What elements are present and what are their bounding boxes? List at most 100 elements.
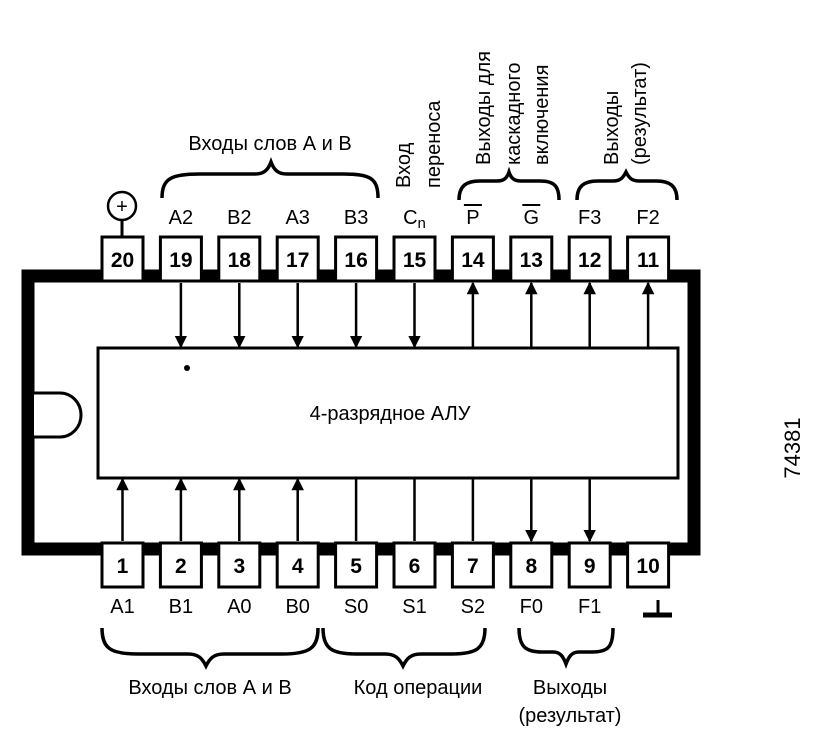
- label-bottom-result-outputs: Выходы: [533, 677, 607, 699]
- pin-box: [567, 235, 612, 283]
- bottom-pin-row: 1A1 2B1 3A0 4B0 5S0 6S1 7S2 8F0 9F1 10: [100, 541, 671, 618]
- pin-number: 17: [286, 249, 309, 272]
- svg-text:Выходы для: Выходы для: [473, 51, 495, 165]
- label-top-result-outputs: Выходы (результат): [601, 62, 651, 165]
- pin-box: [334, 235, 379, 283]
- brace-bottom-word-inputs: [100, 627, 320, 670]
- part-number: 74381: [780, 417, 805, 478]
- bottom-leads: [116, 477, 596, 543]
- pin-14: 14P: [450, 204, 495, 283]
- pin-12: 12 F3: [567, 207, 612, 283]
- pin-1: 1A1: [100, 541, 145, 618]
- pin-box: [217, 541, 262, 589]
- pin-box: [450, 235, 495, 283]
- pin-number: 8: [525, 555, 537, 578]
- pin-signal-label: S2: [461, 596, 485, 618]
- svg-text:включения: включения: [531, 65, 553, 165]
- pin-box: [158, 235, 203, 283]
- pin-signal-label: A2: [169, 207, 193, 229]
- brace-bottom-op-code: [321, 627, 487, 670]
- pin-box: [275, 541, 320, 589]
- pin-signal-label: G: [524, 207, 540, 229]
- svg-text:Вход: Вход: [393, 142, 415, 188]
- pin-2: 2B1: [158, 541, 203, 618]
- pin-number: 12: [578, 249, 601, 272]
- alu-block: [96, 346, 680, 480]
- pin-signal-label: A3: [285, 207, 309, 229]
- pin-10: 10: [626, 541, 671, 589]
- brace-top-cascade: [457, 166, 561, 201]
- pin-9: 9F1: [567, 541, 612, 618]
- svg-text:каскадного: каскадного: [503, 63, 525, 165]
- pin-number: 10: [636, 555, 659, 578]
- label-cascade-outputs: Выходы для каскадного включения: [473, 51, 553, 165]
- pin-box: [100, 235, 145, 283]
- pin-signal-label: A0: [227, 596, 251, 618]
- brace-top-result: [575, 168, 679, 201]
- pin-signal-label: F1: [578, 596, 601, 618]
- label-carry-input: Вход переноса: [393, 100, 445, 188]
- pin-number: 6: [409, 555, 421, 578]
- pin-signal-label: Cn: [403, 207, 426, 232]
- power-icon: +: [106, 190, 138, 236]
- pin-15: 15 Cn: [392, 207, 437, 283]
- pin-box: [392, 235, 437, 283]
- alu-title: 4-разрядное АЛУ: [310, 403, 471, 425]
- pin-signal-label: B0: [285, 596, 309, 618]
- label-bottom-word-inputs: Входы слов А и В: [128, 677, 291, 699]
- pin1-dot: [184, 365, 190, 371]
- pin-signal-label: B3: [344, 207, 368, 229]
- pin-number: 3: [233, 555, 245, 578]
- pin-number: 7: [467, 555, 479, 578]
- pin-17: 17 A3: [275, 207, 320, 283]
- label-op-code: Код операции: [354, 677, 483, 699]
- pin-number: 13: [520, 249, 543, 272]
- pin-box: [100, 541, 145, 589]
- pin-16: 16 B3: [334, 207, 379, 283]
- pin-signal-label: F2: [636, 207, 659, 229]
- pin-signal-label: S0: [344, 596, 368, 618]
- pin-box: [334, 541, 379, 589]
- top-leads: [174, 281, 655, 349]
- pin-number: 2: [175, 555, 187, 578]
- pin-signal-label: F0: [520, 596, 543, 618]
- pin-13: 13 G: [509, 204, 554, 283]
- ground-icon: [643, 600, 672, 618]
- brace-bottom-result: [517, 627, 615, 669]
- pin-3: 3A0: [217, 541, 262, 618]
- pin-7: 7S2: [450, 541, 495, 618]
- pin-number: 9: [584, 555, 596, 578]
- pin-5: 5S0: [334, 541, 379, 618]
- pin-box: [567, 541, 612, 589]
- pin-number: 18: [228, 249, 252, 272]
- pin-number: 1: [117, 555, 129, 578]
- pin-number: 5: [350, 555, 362, 578]
- pin-box: [158, 541, 203, 589]
- pin-box: [509, 541, 554, 589]
- pin-signal-label: B1: [169, 596, 193, 618]
- pin-signal-label: A1: [110, 596, 134, 618]
- pin-11: 11 F2: [626, 207, 671, 283]
- pin-number: 4: [292, 555, 304, 578]
- pin-number: 11: [637, 249, 660, 272]
- pin-box: [217, 235, 262, 283]
- pin-box: [626, 541, 671, 589]
- pin-number: 19: [169, 249, 192, 272]
- label-top-word-inputs: Входы слов А и В: [188, 133, 351, 155]
- svg-text:(результат): (результат): [629, 62, 651, 165]
- svg-text:Выходы: Выходы: [601, 91, 623, 165]
- svg-text:переноса: переноса: [423, 100, 445, 188]
- pin-box: [509, 235, 554, 283]
- pin-box: [450, 541, 495, 589]
- pin-number: 16: [344, 249, 367, 272]
- brace-top-word-inputs: [160, 157, 380, 199]
- pin-box: [626, 235, 671, 283]
- pin-8: 8F0: [509, 541, 554, 618]
- pin-19: 19 A2: [158, 207, 203, 283]
- pin-6: 6S1: [392, 541, 437, 618]
- pin-signal-label: F3: [578, 207, 601, 229]
- pin-number: 15: [403, 249, 427, 272]
